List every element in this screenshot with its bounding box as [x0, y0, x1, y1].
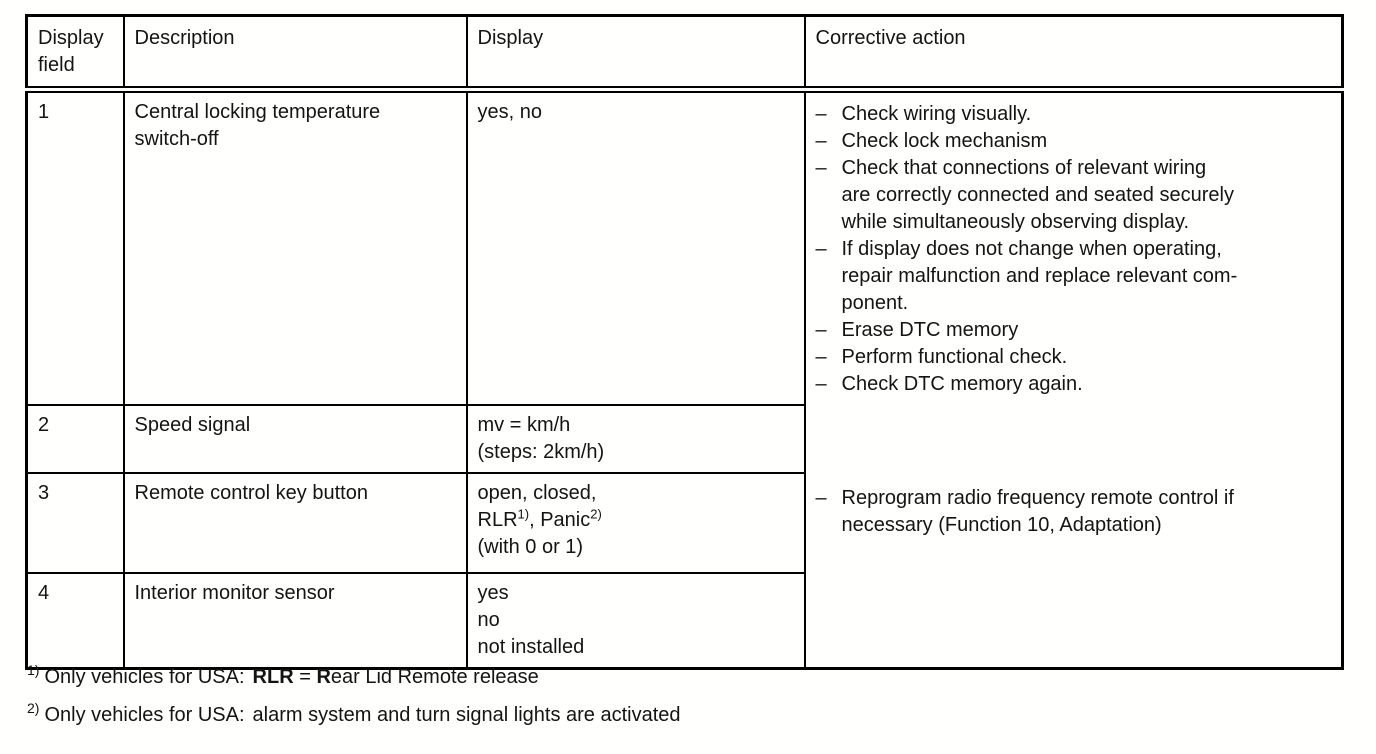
header-display-field: Display field [25, 14, 125, 93]
footnote-ref-2: 2) [590, 505, 602, 521]
corrective-list-group1: Check wiring visually. Check lock mechan… [814, 101, 1332, 398]
corrective-item: Check that connections of relevant wirin… [814, 155, 1332, 236]
header-display: Display [465, 14, 806, 93]
row1-description: Central locking temperature switch-off [122, 88, 468, 406]
row1-display-value: yes, no [465, 88, 806, 406]
corrective-item: Erase DTC memory [814, 317, 1332, 344]
row1-field-number: 1 [25, 88, 125, 406]
table-row-2: 2 Speed signal mv = km/h (steps: 2km/h) [25, 403, 1343, 474]
display-value-line: (with 0 or 1) [477, 535, 584, 558]
row2-description: Speed signal [122, 403, 468, 474]
table-row-3: 3 Remote control key button open, closed… [25, 471, 1343, 574]
corrective-action-cell: Check wiring visually. Check lock mechan… [803, 88, 1344, 670]
corrective-item: Check wiring visually. [814, 101, 1332, 128]
table-header-row: Display field Description Display Correc… [25, 14, 1344, 93]
corrective-action-content: Check wiring visually. Check lock mechan… [806, 93, 1342, 536]
table-row-1: 1 Central locking temperature switch-off… [25, 88, 1344, 670]
header-corrective-action: Corrective action [803, 14, 1344, 93]
header-description: Description [122, 14, 468, 93]
diagnostic-table: Display field Description Display Correc… [25, 14, 1344, 670]
display-value-line: RLR1), Panic2) [477, 505, 602, 531]
corrective-list-group2: Reprogram radio frequency remote control… [814, 485, 1332, 539]
corrective-item: Check lock mechanism [814, 128, 1332, 155]
row3-field-number: 3 [25, 471, 125, 574]
footnote-2-marker: 2) [27, 700, 40, 717]
display-value-line: open, closed, [477, 481, 597, 504]
table-row-4: 4 Interior monitor sensor yes no not ins… [25, 571, 1343, 670]
footnote-ref-1: 1) [517, 505, 530, 521]
corrective-item: If display does not change when operatin… [814, 236, 1332, 317]
row3-display-value: open, closed, RLR1), Panic2) (with 0 or … [465, 471, 806, 574]
row3-description: Remote control key button [122, 471, 468, 574]
footnote-2: 2)Only vehicles for USA:alarm system and… [27, 700, 681, 726]
row2-display-value: mv = km/h (steps: 2km/h) [465, 403, 806, 474]
row4-display-value: yes no not installed [465, 571, 806, 670]
row4-description: Interior monitor sensor [122, 571, 468, 670]
corrective-item: Check DTC memory again. [814, 371, 1332, 398]
footnote-1: 1)Only vehicles for USA:RLR = Rear Lid R… [27, 662, 539, 688]
corrective-item: Perform functional check. [814, 344, 1332, 371]
footnote-1-marker: 1) [27, 662, 40, 679]
corrective-item: Reprogram radio frequency remote control… [814, 485, 1332, 539]
row2-field-number: 2 [25, 403, 125, 474]
row4-field-number: 4 [25, 571, 125, 670]
